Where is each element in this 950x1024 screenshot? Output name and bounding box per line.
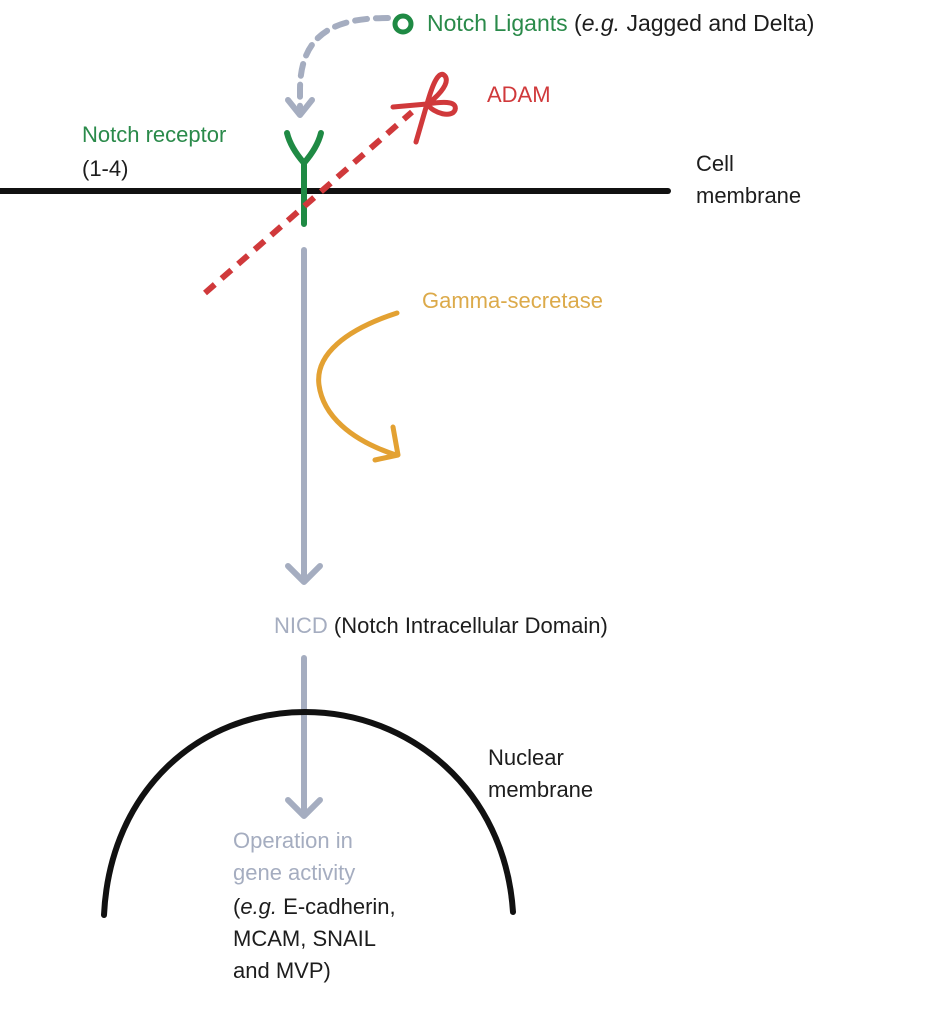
gene-examples-line3: and MVP) xyxy=(233,958,331,983)
nicd-full-name: (Notch Intracellular Domain) xyxy=(333,613,608,638)
ligands-label: Notch Ligants (e.g. Jagged and Delta) xyxy=(427,10,814,37)
receptor-label: Notch receptor xyxy=(82,122,227,147)
nuclear-membrane-label-line2: membrane xyxy=(488,777,594,802)
nicd-abbr: NICD xyxy=(274,613,328,638)
gamma-secretase-label: Gamma-secretase xyxy=(422,288,603,313)
nicd-arrowhead xyxy=(285,563,323,585)
ligand-arrowhead xyxy=(285,97,315,118)
ligand-circle-icon xyxy=(392,13,414,35)
nuclear-membrane-label-line1: Nuclear xyxy=(488,745,564,770)
gamma-secretase-arrowhead xyxy=(372,424,401,463)
nucleus-arrowhead xyxy=(285,797,323,819)
cell-membrane-label-line1: Cell xyxy=(696,151,734,176)
gene-activity-label-line2: gene activity xyxy=(233,860,356,885)
gene-examples-line1: (e.g. E-cadherin, xyxy=(233,894,396,919)
ligands-paren: ( xyxy=(574,10,582,36)
nuclear-membrane-arc xyxy=(101,708,516,918)
ligands-eg: e.g. xyxy=(581,10,621,36)
adam-label: ADAM xyxy=(487,82,551,107)
notch-receptor-icon xyxy=(284,130,324,227)
cell-membrane-label-line2: membrane xyxy=(696,183,802,208)
ligand-binding-dashed-arrow xyxy=(297,15,391,111)
gene-activity-label-line1: Operation in xyxy=(233,828,353,853)
adam-cleavage-dashed-line xyxy=(203,109,414,296)
scissors-icon xyxy=(390,71,458,145)
ligands-examples: Jagged and Delta) xyxy=(620,10,815,36)
ligands-name: Notch Ligants xyxy=(427,10,568,36)
gene-examples-line2: MCAM, SNAIL xyxy=(233,926,377,951)
receptor-subtypes: (1-4) xyxy=(82,156,129,181)
nicd-label: NICD (Notch Intracellular Domain) xyxy=(274,612,608,639)
gamma-secretase-arrow xyxy=(316,310,400,458)
